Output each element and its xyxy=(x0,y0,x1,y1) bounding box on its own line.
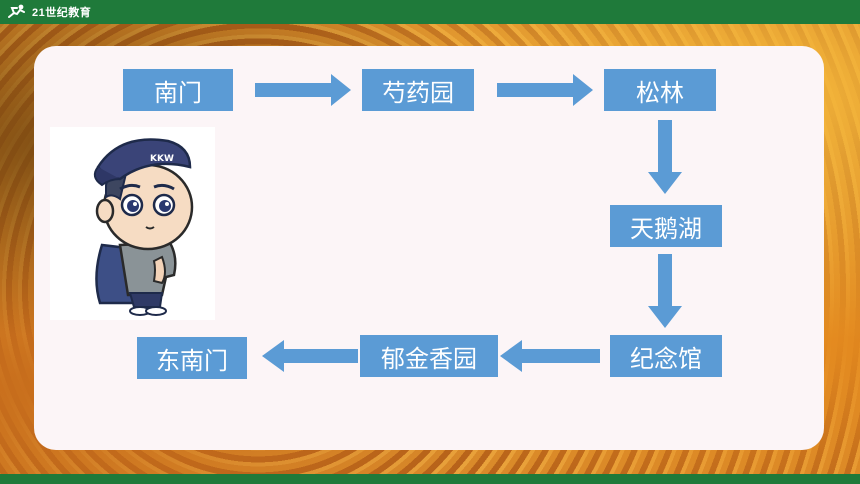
arrow-down-2 xyxy=(648,254,682,328)
node-southeast-gate: 东南门 xyxy=(137,337,247,379)
arrow-left-1 xyxy=(500,340,600,372)
arrow-down-1 xyxy=(648,120,682,194)
node-south-gate: 南门 xyxy=(123,69,233,111)
arrow-right-2 xyxy=(497,74,593,106)
node-peony-garden: 芍药园 xyxy=(362,69,474,111)
bottom-bar xyxy=(0,474,860,484)
cap-text: KKW xyxy=(150,154,174,164)
node-tulip-garden: 郁金香园 xyxy=(360,335,498,377)
arrow-right-1 xyxy=(255,74,351,106)
node-swan-lake: 天鹅湖 xyxy=(610,205,722,247)
top-header-bar: 21世纪教育 xyxy=(0,0,860,24)
cartoon-boy-illustration: KKW xyxy=(50,127,215,320)
logo: 21世纪教育 xyxy=(6,3,91,21)
node-pine-forest: 松林 xyxy=(604,69,716,111)
runner-logo-icon xyxy=(8,4,25,18)
logo-text: 21世纪教育 xyxy=(32,7,92,19)
node-memorial-hall: 纪念馆 xyxy=(610,335,722,377)
arrow-left-2 xyxy=(262,340,358,372)
